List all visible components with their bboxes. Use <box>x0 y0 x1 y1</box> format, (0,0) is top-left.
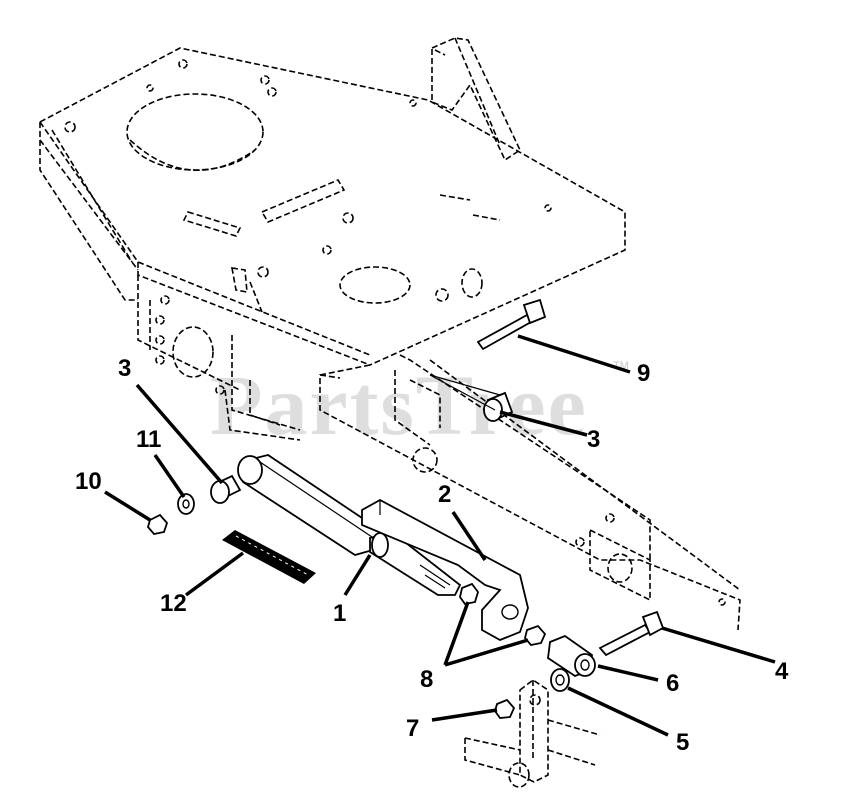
frame-deck <box>39 37 741 631</box>
part-4-bolt <box>598 610 665 657</box>
callout-2: 2 <box>438 481 452 508</box>
callout-3-right: 3 <box>587 426 601 453</box>
callout-12: 12 <box>160 590 187 617</box>
part-6-rod-end <box>547 634 596 678</box>
callout-5: 5 <box>676 729 690 756</box>
part-1-cylinder <box>237 454 462 596</box>
part-10-nut <box>147 513 169 535</box>
callout-1: 1 <box>333 600 347 627</box>
part-8-nut-upper <box>459 582 479 605</box>
leader-lines <box>104 334 776 737</box>
part-2-bracket <box>361 498 529 641</box>
part-8-nut-lower <box>524 624 547 646</box>
part-12-decal <box>222 530 316 584</box>
part-3-spacer-left <box>210 474 242 504</box>
lower-bracket <box>464 679 601 788</box>
watermark-logo: PartsTree <box>210 357 588 453</box>
callout-11: 11 <box>136 426 162 453</box>
callout-6: 6 <box>666 670 680 697</box>
callout-9: 9 <box>637 360 651 387</box>
callout-8: 8 <box>420 666 434 693</box>
callout-7: 7 <box>406 715 420 742</box>
part-11-washer <box>177 493 195 515</box>
part-5-washer <box>550 668 570 692</box>
callout-10: 10 <box>75 468 102 495</box>
part-9-bolt <box>476 298 547 351</box>
callout-3-left: 3 <box>118 355 132 382</box>
part-7-nut <box>494 698 516 719</box>
callout-4: 4 <box>775 658 789 685</box>
